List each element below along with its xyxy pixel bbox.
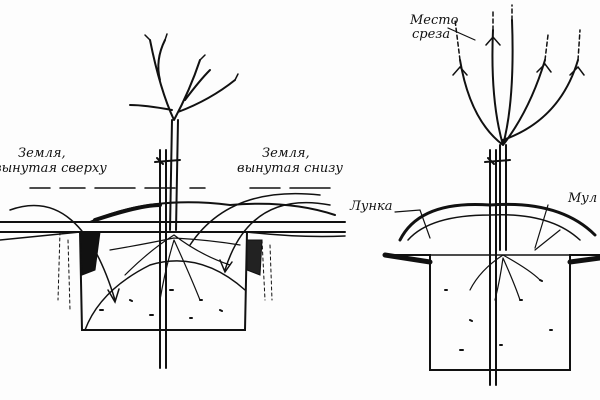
left-planting-pit xyxy=(0,33,346,369)
label-mulch: Мул xyxy=(568,191,598,206)
label-hole: Лунка xyxy=(350,199,393,214)
label-topsoil-line2: вынутая сверху xyxy=(0,161,107,176)
label-cut-line1: Место xyxy=(410,13,459,28)
right-planted-tree xyxy=(382,4,600,386)
label-cut-line2: среза xyxy=(412,27,451,42)
label-subsoil-line1: Земля, xyxy=(262,146,310,161)
label-topsoil-line1: Земля, xyxy=(18,146,66,161)
label-subsoil-line2: вынутая снизу xyxy=(237,161,343,176)
